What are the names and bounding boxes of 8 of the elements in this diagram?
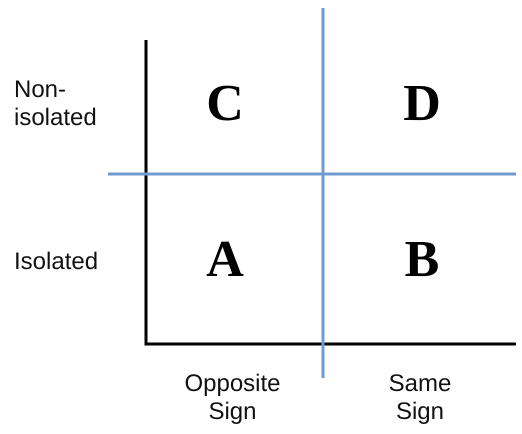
quadrant-letter: B	[404, 232, 440, 288]
row-label: Non-isolated	[14, 76, 98, 132]
column-label: Opposite Sign	[183, 370, 282, 426]
quadrant-letter: A	[205, 232, 245, 288]
quadrant-letter: D	[402, 76, 442, 132]
row-label: Isolated	[14, 248, 100, 276]
column-label: Same Sign	[388, 370, 452, 426]
quadrant-letter: C	[205, 76, 245, 132]
